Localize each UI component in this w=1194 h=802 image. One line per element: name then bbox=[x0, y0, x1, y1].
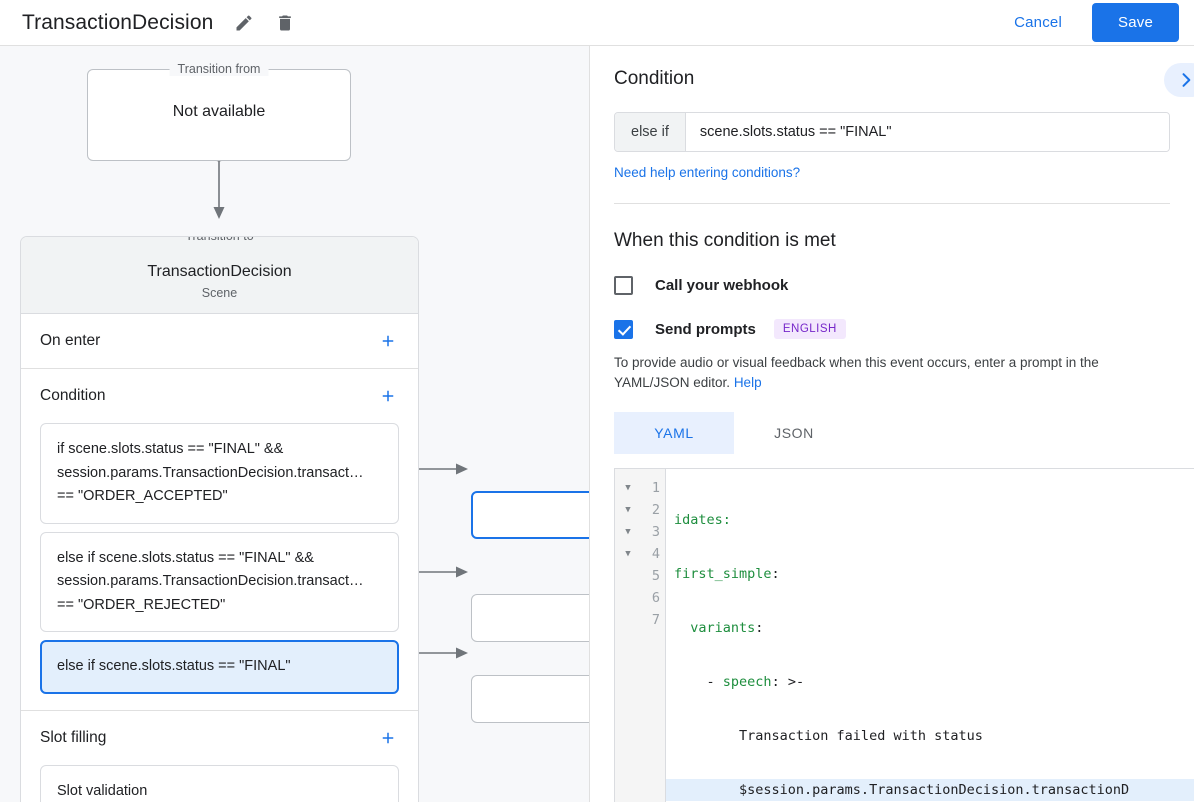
section-title: Slot filling bbox=[40, 728, 107, 746]
webhook-checkbox-row[interactable]: Call your webhook bbox=[614, 276, 1170, 295]
gutter-line: ▼2 bbox=[615, 499, 665, 521]
code-line: variants: bbox=[674, 620, 764, 636]
cancel-button[interactable]: Cancel bbox=[998, 5, 1078, 40]
transition-from-value: Not available bbox=[172, 103, 266, 120]
transition-from-legend: Transition from bbox=[169, 62, 269, 76]
code-line: - speech: >- bbox=[674, 674, 805, 690]
trash-icon[interactable] bbox=[270, 8, 300, 38]
code-line: first_simple: bbox=[674, 566, 780, 582]
condition-row[interactable]: if scene.slots.status == "FINAL" && sess… bbox=[40, 423, 399, 524]
section-title: On enter bbox=[40, 332, 101, 349]
section-slot-filling-header: Slot filling bbox=[21, 711, 418, 765]
target-node-box-selected[interactable] bbox=[471, 491, 589, 539]
line-number: 3 bbox=[651, 524, 660, 540]
checkbox-call-webhook[interactable] bbox=[614, 276, 633, 295]
scene-name: TransactionDecision bbox=[147, 263, 292, 280]
send-prompts-checkbox-row[interactable]: Send prompts ENGLISH bbox=[614, 319, 1170, 339]
section-slot-filling: Slot filling Slot validation bbox=[21, 711, 418, 802]
gutter-line: ▼3 bbox=[615, 521, 665, 543]
condition-help-link[interactable]: Need help entering conditions? bbox=[614, 165, 801, 180]
transition-from-box: Transition from Not available bbox=[87, 62, 351, 161]
gutter-line: ▼1 bbox=[615, 477, 665, 499]
transition-to-legend: Transition to bbox=[177, 236, 262, 243]
fold-arrow-icon[interactable]: ▼ bbox=[625, 483, 631, 493]
plus-icon[interactable] bbox=[376, 726, 400, 750]
scene-graph-canvas[interactable]: Transition from Not available Transition… bbox=[0, 46, 589, 802]
fold-arrow-icon[interactable]: ▼ bbox=[625, 527, 631, 537]
editor-format-tabs: YAML JSON bbox=[614, 412, 1170, 454]
gutter-line: 6 bbox=[615, 587, 665, 609]
section-on-enter-header: On enter bbox=[21, 314, 418, 368]
section-on-enter: On enter bbox=[21, 314, 418, 369]
line-number: 6 bbox=[651, 590, 660, 606]
scene-kind: Scene bbox=[201, 286, 238, 300]
condition-editor-section: Condition else if Need help entering con… bbox=[590, 46, 1194, 204]
slot-filling-list: Slot validation bbox=[21, 764, 418, 802]
code-line: Transaction failed with status bbox=[674, 728, 983, 744]
fold-arrow-icon[interactable]: ▼ bbox=[625, 549, 631, 559]
slot-validation-row[interactable]: Slot validation bbox=[40, 764, 399, 802]
section-condition-header: Condition bbox=[21, 369, 418, 423]
condition-expression-input[interactable] bbox=[685, 113, 1169, 151]
save-button[interactable]: Save bbox=[1092, 3, 1179, 42]
condition-row[interactable]: else if scene.slots.status == "FINAL" &&… bbox=[40, 531, 399, 632]
plus-icon[interactable] bbox=[376, 329, 400, 353]
when-condition-met-section: When this condition is met Call your web… bbox=[590, 204, 1194, 454]
section-condition: Condition if scene.slots.status == "FINA… bbox=[21, 369, 418, 711]
topbar-actions: Cancel Save bbox=[998, 3, 1179, 42]
condition-input-group: else if bbox=[614, 112, 1170, 152]
condition-row-selected[interactable]: else if scene.slots.status == "FINAL" bbox=[40, 640, 399, 694]
code-line: idates: bbox=[674, 512, 731, 528]
tab-json[interactable]: JSON bbox=[774, 425, 814, 441]
section-title: Condition bbox=[40, 387, 106, 404]
scene-card-header[interactable]: Transition to TransactionDecision Scene bbox=[21, 236, 418, 314]
gutter-line: ▼4 bbox=[615, 543, 665, 565]
checkbox-send-prompts[interactable] bbox=[614, 319, 633, 339]
tab-yaml[interactable]: YAML bbox=[614, 412, 734, 454]
line-number: 1 bbox=[651, 480, 660, 496]
gutter-line: 5 bbox=[615, 565, 665, 587]
prompt-help-link[interactable]: Help bbox=[733, 375, 762, 390]
plus-icon[interactable] bbox=[376, 384, 400, 408]
line-number: 2 bbox=[651, 502, 660, 518]
line-number: 7 bbox=[651, 612, 660, 628]
line-number: 4 bbox=[651, 546, 660, 562]
fold-arrow-icon[interactable]: ▼ bbox=[625, 505, 631, 515]
top-app-bar: TransactionDecision Cancel Save bbox=[0, 0, 1194, 46]
target-node-box[interactable] bbox=[471, 675, 589, 723]
pencil-icon[interactable] bbox=[229, 8, 259, 38]
panel-divider bbox=[614, 203, 1170, 204]
chevron-right-icon[interactable] bbox=[1164, 63, 1194, 97]
line-number: 5 bbox=[651, 568, 660, 584]
language-badge: ENGLISH bbox=[773, 319, 846, 339]
scene-card: Transition to TransactionDecision Scene … bbox=[20, 236, 419, 802]
editor-gutter: ▼1 ▼2 ▼3 ▼4 5 6 7 bbox=[615, 469, 666, 802]
code-editor[interactable]: ▼1 ▼2 ▼3 ▼4 5 6 7 idates: first_simple: … bbox=[614, 468, 1194, 802]
condition-prefix-label: else if bbox=[615, 113, 686, 151]
checkbox-label: Send prompts bbox=[655, 320, 756, 338]
condition-list: if scene.slots.status == "FINAL" && sess… bbox=[21, 423, 418, 710]
editor-code-area[interactable]: idates: first_simple: variants: - speech… bbox=[666, 469, 1194, 802]
checkbox-label: Call your webhook bbox=[655, 277, 789, 294]
target-node-box[interactable] bbox=[471, 594, 589, 642]
condition-heading: Condition bbox=[614, 68, 695, 89]
when-met-heading: When this condition is met bbox=[614, 230, 836, 251]
gutter-line: 7 bbox=[615, 609, 665, 631]
prompt-description: To provide audio or visual feedback when… bbox=[614, 353, 1170, 393]
code-line-highlighted: $session.params.TransactionDecision.tran… bbox=[666, 779, 1194, 801]
details-panel: Condition else if Need help entering con… bbox=[589, 46, 1194, 802]
prompt-description-text: To provide audio or visual feedback when… bbox=[614, 355, 1099, 390]
page-title: TransactionDecision bbox=[22, 10, 214, 34]
